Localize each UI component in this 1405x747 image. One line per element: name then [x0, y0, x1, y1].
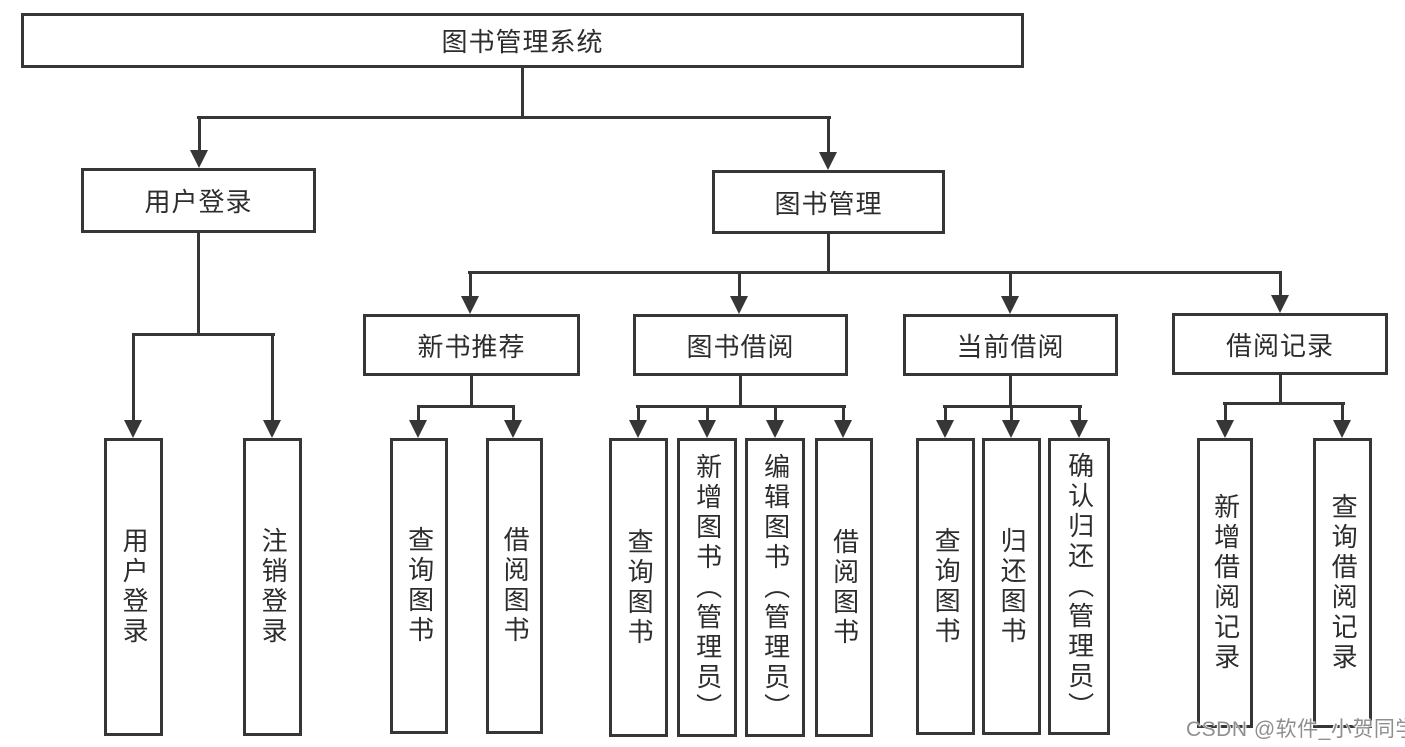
node-borrow-records-label: 借阅记录	[1225, 330, 1334, 361]
leaf-add-borrow-record-label: 新增借阅记录	[1210, 493, 1241, 673]
node-book-management: 图书管理	[712, 170, 945, 234]
leaf-query-borrow-record: 查询借阅记录	[1313, 438, 1372, 728]
leaf-user-login-label: 用户登录	[119, 527, 150, 647]
connector-arrow-book-borrow	[730, 271, 748, 314]
connector-level3-rail	[468, 271, 1282, 274]
leaf-borrow-books-label: 借阅图书	[829, 527, 860, 648]
connector-book-borrow-rail	[636, 405, 846, 408]
leaf-borrow-books-recommend: 借阅图书	[486, 438, 543, 734]
connector-arrow-g3-query	[629, 406, 647, 438]
leaf-user-login: 用户登录	[104, 438, 163, 736]
leaf-edit-book-admin-label: 编辑图书（管理员）	[760, 452, 791, 723]
connector-root-drop	[521, 66, 524, 118]
connector-new-book-rail	[417, 405, 515, 408]
node-root: 图书管理系统	[21, 13, 1024, 68]
connector-book-borrow-drop	[739, 376, 742, 406]
node-user-login-label: 用户登录	[144, 187, 253, 217]
connector-book-management-drop	[827, 234, 830, 272]
leaf-confirm-return-admin: 确认归还（管理员）	[1048, 438, 1110, 735]
connector-arrow-g4-query	[936, 406, 954, 438]
connector-borrow-records-drop	[1279, 375, 1282, 403]
connector-arrow-leaf-user-login	[124, 334, 142, 438]
connector-level2-rail	[197, 116, 831, 119]
node-book-borrow-label: 图书借阅	[686, 331, 795, 362]
connector-arrow-g3-edit	[766, 406, 784, 438]
connector-user-login-rail	[132, 333, 275, 336]
connector-arrow-g3-add	[698, 406, 716, 438]
node-borrow-records: 借阅记录	[1172, 313, 1388, 375]
leaf-add-book-admin-label: 新增图书（管理员）	[692, 452, 723, 723]
connector-arrow-g2-query	[409, 406, 427, 438]
connector-arrow-g2-borrow	[504, 406, 522, 438]
node-user-login: 用户登录	[81, 168, 316, 233]
leaf-return-books: 归还图书	[982, 438, 1041, 735]
leaf-edit-book-admin: 编辑图书（管理员）	[745, 438, 805, 737]
leaf-borrow-books-recommend-label: 借阅图书	[500, 526, 531, 646]
connector-arrow-book-management	[819, 116, 837, 170]
connector-user-login-drop	[197, 233, 200, 334]
node-current-borrow: 当前借阅	[903, 314, 1118, 376]
leaf-query-books-current: 查询图书	[916, 438, 975, 735]
connector-arrow-user-login	[190, 116, 208, 168]
leaf-query-books-borrow: 查询图书	[609, 438, 668, 737]
node-root-label: 图书管理系统	[441, 27, 604, 57]
csdn-watermark: CSDN @软件_小贺同学	[1186, 718, 1405, 741]
connector-borrow-records-rail	[1223, 402, 1345, 405]
leaf-query-books-recommend-label: 查询图书	[404, 526, 435, 646]
leaf-add-borrow-record: 新增借阅记录	[1197, 438, 1253, 728]
node-current-borrow-label: 当前借阅	[956, 331, 1065, 362]
node-book-management-label: 图书管理	[774, 188, 883, 219]
connector-arrow-current-borrow	[1001, 271, 1019, 314]
leaf-logout-label: 注销登录	[258, 527, 289, 647]
leaf-logout: 注销登录	[243, 438, 302, 736]
connector-arrow-g5-add	[1216, 403, 1234, 438]
node-new-book-recommend: 新书推荐	[363, 314, 580, 376]
connector-arrow-new-book	[461, 271, 479, 314]
connector-arrow-g3-borrow	[834, 406, 852, 438]
connector-arrow-g5-query	[1333, 403, 1351, 438]
connector-current-borrow-drop	[1009, 376, 1012, 406]
node-book-borrow: 图书借阅	[633, 314, 848, 376]
connector-new-book-drop	[470, 376, 473, 406]
leaf-query-books-current-label: 查询图书	[931, 526, 962, 647]
leaf-query-books-borrow-label: 查询图书	[624, 527, 655, 648]
connector-arrow-g4-return	[1002, 406, 1020, 438]
connector-arrow-g4-confirm	[1070, 406, 1088, 438]
leaf-add-book-admin: 新增图书（管理员）	[677, 438, 737, 737]
connector-arrow-borrow-records	[1271, 271, 1289, 313]
leaf-borrow-books: 借阅图书	[815, 438, 873, 737]
connector-arrow-leaf-logout	[263, 334, 281, 438]
node-new-book-recommend-label: 新书推荐	[417, 331, 526, 362]
leaf-confirm-return-admin-label: 确认归还（管理员）	[1064, 451, 1095, 722]
leaf-query-books-recommend: 查询图书	[390, 438, 448, 734]
leaf-query-borrow-record-label: 查询借阅记录	[1328, 493, 1359, 673]
leaf-return-books-label: 归还图书	[997, 526, 1028, 647]
